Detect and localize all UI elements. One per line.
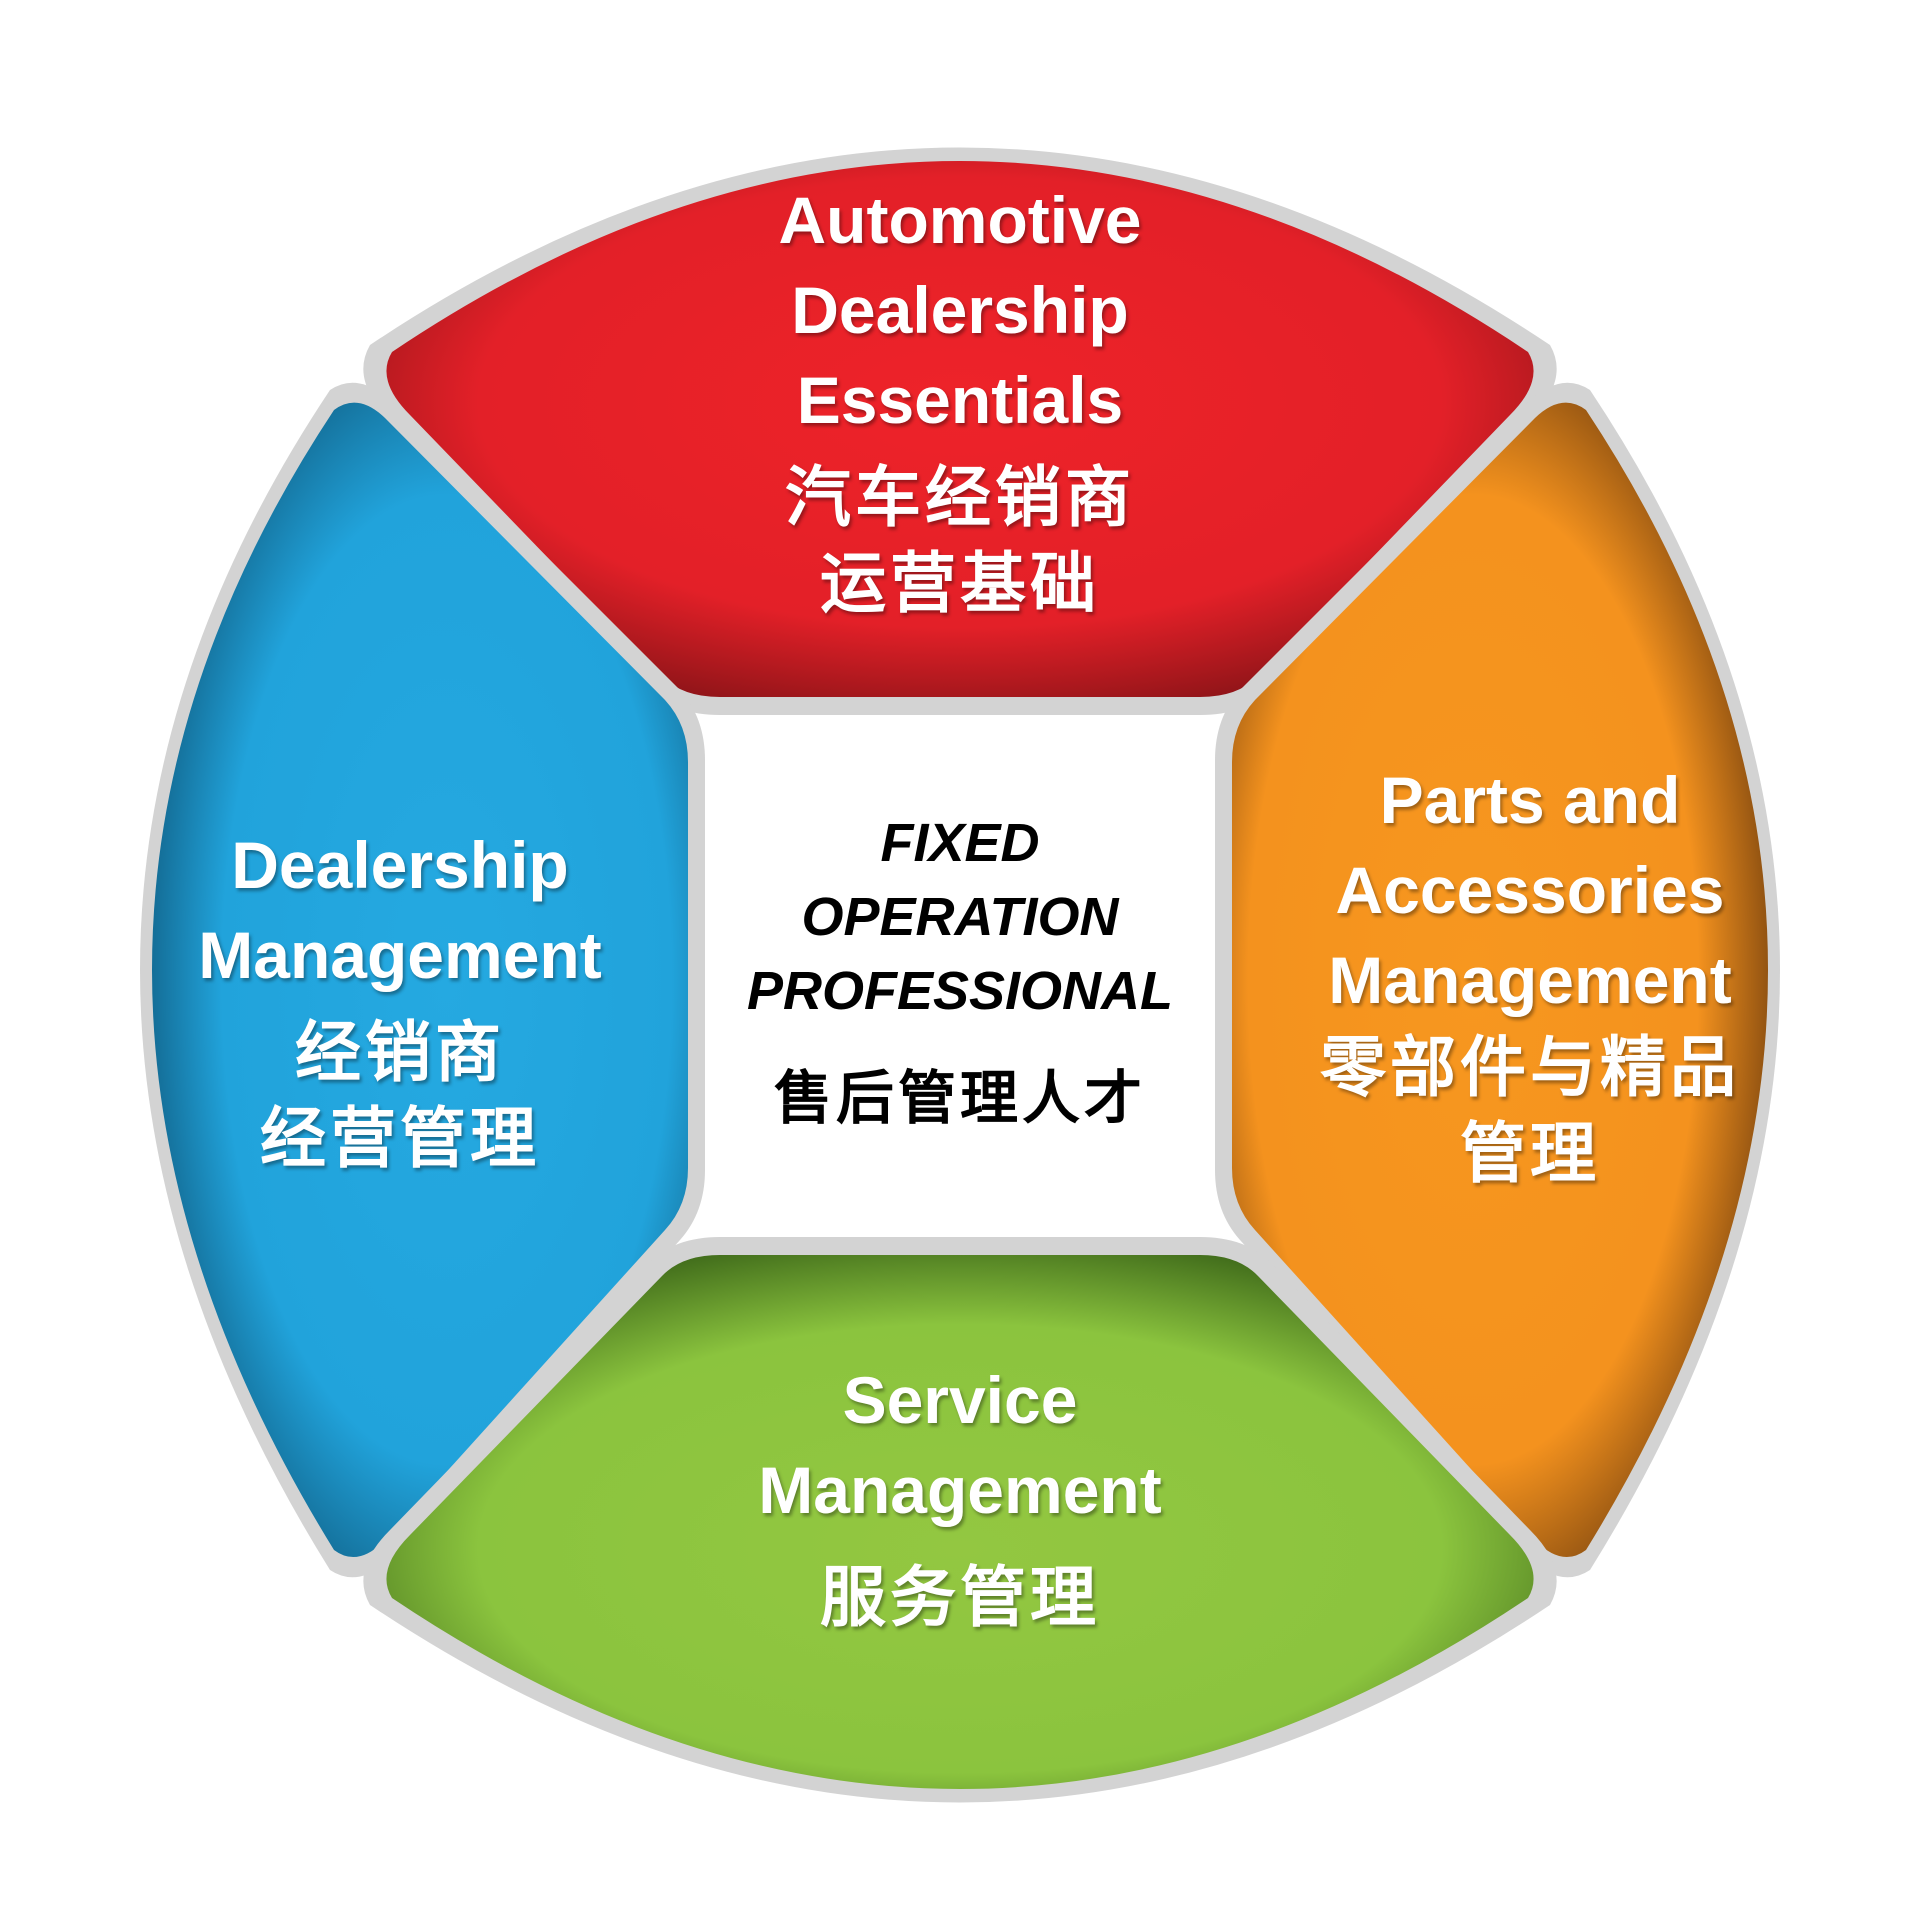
segment-left-en-line: Dealership	[231, 828, 569, 902]
segment-right-en-line: Accessories	[1335, 853, 1725, 927]
segment-top[interactable]	[386, 161, 1534, 697]
segment-right-label: Parts and Accessories Management 零部件与精品 …	[1250, 755, 1810, 1197]
segment-right-zh-line: 零部件与精品	[1320, 1029, 1740, 1106]
center-title-zh: 售后管理人才	[773, 1064, 1146, 1132]
segment-top-zh-line: 运营基础	[820, 545, 1100, 622]
center-title-line: FIXED	[880, 813, 1040, 873]
segment-bottom-en-line: Service	[842, 1363, 1078, 1437]
segment-right-en-line: Parts and	[1379, 763, 1681, 837]
segment-top-zh-line: 汽车经销商	[785, 459, 1135, 536]
center-title-line: OPERATION	[801, 887, 1119, 947]
segment-right-en-line: Management	[1328, 943, 1732, 1017]
segment-left-zh-line: 经营管理	[260, 1100, 540, 1177]
segment-bottom-en-line: Management	[758, 1453, 1162, 1527]
center-panel	[712, 720, 1208, 1230]
segment-bottom-zh-line: 服务管理	[820, 1559, 1100, 1636]
segment-left-label: Dealership Management 经销商 经营管理	[120, 820, 680, 1182]
segment-left-zh-line: 经销商	[295, 1014, 505, 1091]
segment-top-en-line: Dealership	[791, 273, 1129, 347]
center-title-line: PROFESSIONAL	[746, 961, 1174, 1021]
segment-right-zh-line: 管理	[1460, 1115, 1600, 1192]
segment-left[interactable]	[152, 402, 688, 1558]
center-label: FIXED OPERATION PROFESSIONAL 售后管理人才	[700, 806, 1220, 1138]
segment-top-en-line: Essentials	[796, 363, 1124, 437]
segment-bottom-label: Service Management 服务管理	[660, 1355, 1260, 1641]
segment-right[interactable]	[1232, 402, 1768, 1558]
segment-top-label: Automotive Dealership Essentials 汽车经销商 运…	[660, 175, 1260, 627]
segment-top-en-line: Automotive	[778, 183, 1142, 257]
segment-left-en-line: Management	[198, 918, 602, 992]
segment-bottom[interactable]	[386, 1255, 1534, 1789]
